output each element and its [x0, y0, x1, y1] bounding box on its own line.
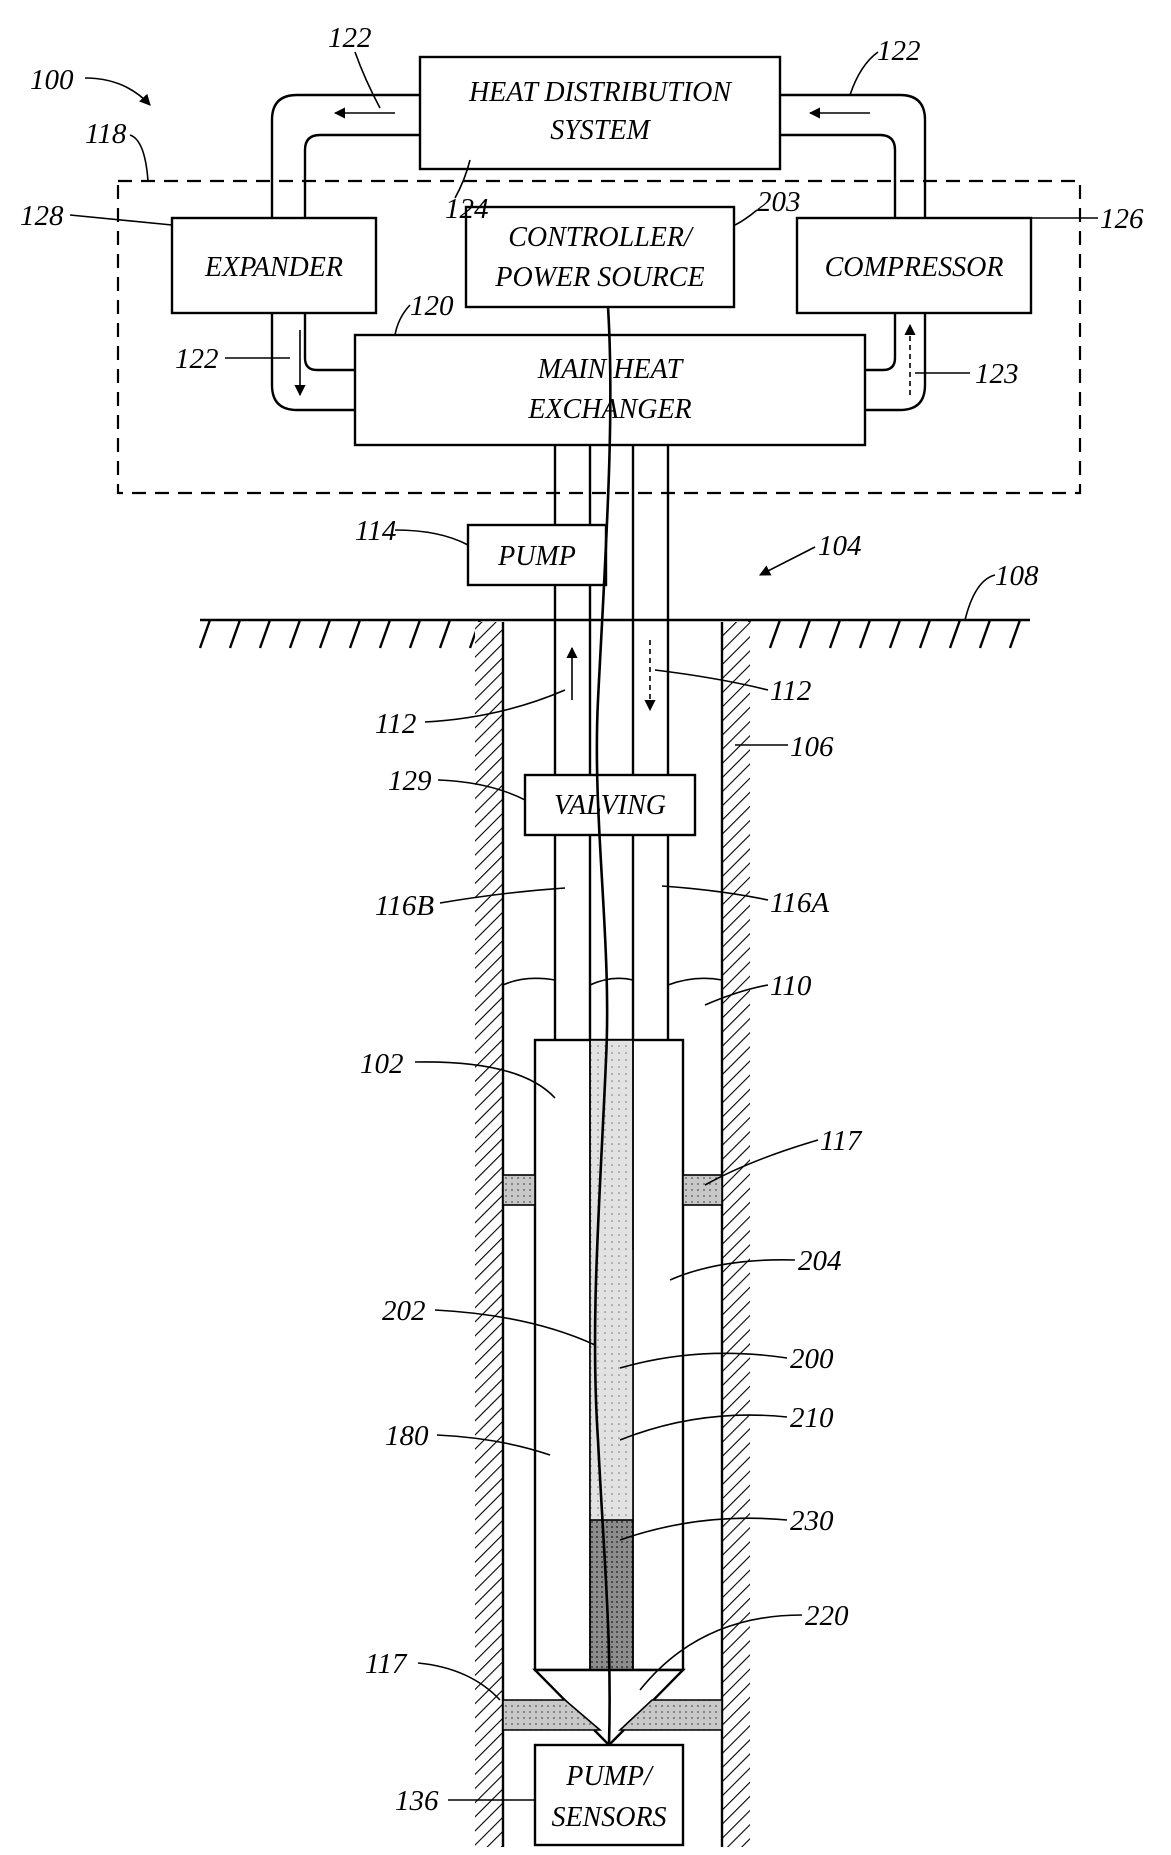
ref-202: 202 — [382, 1295, 426, 1327]
ref-180: 180 — [385, 1420, 429, 1452]
ref-116b: 116B — [375, 890, 434, 922]
ref-203: 203 — [757, 186, 801, 218]
borehole-wall-right — [722, 622, 750, 1847]
ref-114-leader — [395, 530, 468, 545]
ref-122-top-right-leader — [850, 52, 878, 95]
ref-203-leader — [735, 210, 757, 225]
ground-hatch — [200, 620, 1020, 648]
pump-text: PUMP — [497, 541, 576, 572]
ref-117-left: 117 — [365, 1648, 408, 1680]
ref-120: 120 — [410, 290, 454, 322]
ref-117-right: 117 — [820, 1125, 863, 1157]
ref-118-leader — [130, 135, 148, 181]
pump-sensors-text-line1: PUMP/ — [565, 1761, 654, 1792]
ref-122-top-left: 122 — [328, 22, 372, 54]
ref-128: 128 — [20, 200, 64, 232]
ref-120-leader — [395, 305, 410, 335]
ref-112-left: 112 — [375, 708, 416, 740]
ref-122-mid: 122 — [175, 343, 219, 375]
ref-118: 118 — [85, 118, 127, 150]
heat-distribution-system-box — [420, 57, 780, 169]
ref-104-arrow — [760, 547, 815, 575]
borehole-wall-left — [475, 622, 503, 1847]
ref-129: 129 — [388, 765, 432, 797]
loop-pipe-top-left-inner — [305, 135, 420, 218]
ref-102: 102 — [360, 1048, 404, 1080]
casing-break-right — [668, 978, 722, 985]
ref-112-right-leader — [655, 670, 768, 690]
ref-110: 110 — [770, 970, 812, 1002]
loop-pipe-bottom-left-inner — [305, 313, 355, 370]
ref-116a-leader — [662, 886, 768, 900]
ref-116a: 116A — [770, 887, 829, 919]
packer-upper-left — [503, 1175, 535, 1205]
ref-106: 106 — [790, 731, 834, 763]
ref-210: 210 — [790, 1402, 834, 1434]
controller-text-line2: POWER SOURCE — [494, 262, 704, 293]
loop-pipe-bottom-left-outer — [272, 313, 355, 410]
ref-126: 126 — [1100, 203, 1144, 235]
controller-text-line1: CONTROLLER/ — [508, 222, 694, 253]
ref-123: 123 — [975, 358, 1019, 390]
ref-128-leader — [70, 215, 172, 225]
ref-230: 230 — [790, 1505, 834, 1537]
ref-124: 124 — [445, 193, 489, 225]
core-lower-230 — [590, 1520, 633, 1670]
ref-108: 108 — [995, 560, 1039, 592]
ref-136: 136 — [395, 1785, 439, 1817]
pump-sensors-text-line2: SENSORS — [551, 1802, 666, 1833]
ref-122-top-right: 122 — [877, 35, 921, 67]
loop-pipe-bottom-right-inner — [865, 313, 895, 370]
valving-text: VALVING — [554, 790, 666, 821]
ref-100-arrow — [85, 78, 150, 105]
compressor-text: COMPRESSOR — [825, 252, 1004, 283]
heat-distribution-text-line2: SYSTEM — [550, 115, 651, 146]
expander-text: EXPANDER — [204, 252, 343, 283]
ref-122-top-left-leader — [355, 52, 380, 108]
heat-distribution-text-line1: HEAT DISTRIBUTION — [468, 77, 732, 108]
ref-114: 114 — [355, 515, 396, 547]
ref-204: 204 — [798, 1245, 842, 1277]
ref-104: 104 — [818, 530, 862, 562]
ref-100: 100 — [30, 64, 74, 96]
ref-200: 200 — [790, 1343, 834, 1375]
ref-112-right: 112 — [770, 675, 811, 707]
casing-break-mid — [590, 978, 633, 985]
ref-108-leader — [965, 575, 995, 620]
ref-220: 220 — [805, 1600, 849, 1632]
casing-break-left — [503, 978, 555, 985]
